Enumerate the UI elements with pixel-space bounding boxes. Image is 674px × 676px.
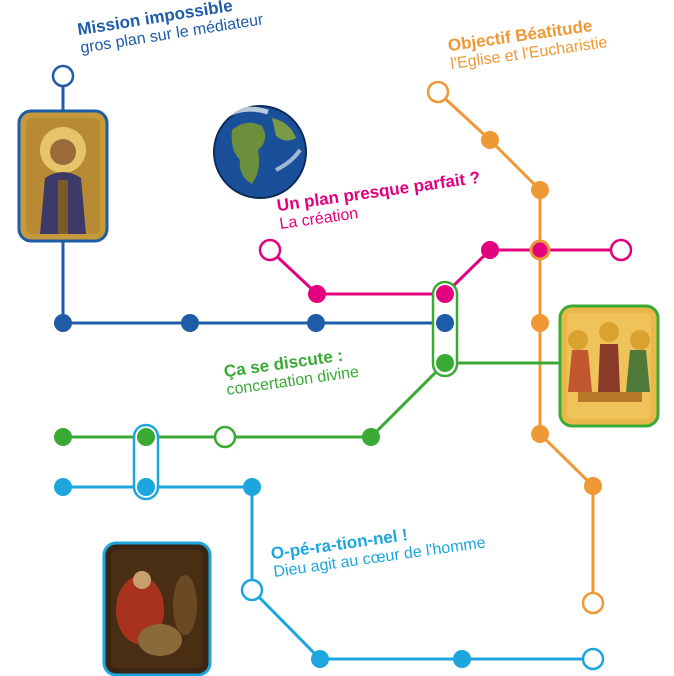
station-orange [531, 181, 549, 199]
christ-mosaic-icon [17, 109, 109, 243]
station-blue [54, 314, 72, 332]
station-green [362, 428, 380, 446]
earth-globe-icon [213, 105, 307, 199]
station-cyan [137, 478, 155, 496]
station-orange [584, 477, 602, 495]
station-orange-terminus [581, 591, 605, 615]
station-magenta [481, 241, 499, 259]
station-cyan [243, 478, 261, 496]
station-cyan [54, 478, 72, 496]
station-magenta-terminus [609, 238, 633, 262]
station-cyan [453, 650, 471, 668]
station-green [436, 354, 454, 372]
station-blue [181, 314, 199, 332]
station-blue [307, 314, 325, 332]
station-magenta [308, 285, 326, 303]
orange-line-path [436, 90, 595, 603]
station-magenta [436, 285, 454, 303]
station-cyan-hollow [240, 578, 264, 602]
prodigal-son-painting-icon [102, 541, 212, 676]
station-magenta-orange-interchange [529, 239, 551, 261]
station-orange [531, 314, 549, 332]
station-orange [531, 425, 549, 443]
station-green-hollow [213, 425, 237, 449]
station-orange-terminus [426, 80, 450, 104]
station-blue [436, 314, 454, 332]
station-cyan [311, 650, 329, 668]
station-blue-terminus [51, 64, 75, 88]
station-magenta-terminus [258, 238, 282, 262]
trinity-icon [558, 304, 660, 428]
station-cyan-terminus [581, 647, 605, 671]
station-orange [481, 131, 499, 149]
station-green [137, 428, 155, 446]
station-green [54, 428, 72, 446]
